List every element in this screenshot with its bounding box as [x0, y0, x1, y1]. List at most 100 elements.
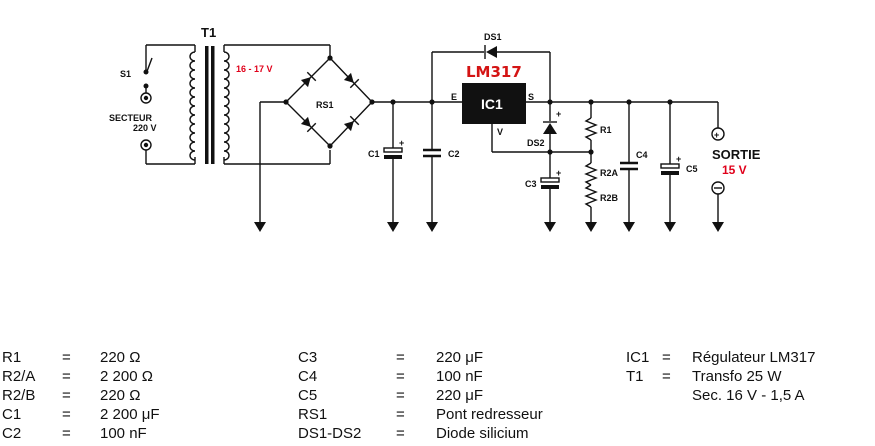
c5-label: C5 [686, 164, 698, 174]
parts-row: C4 = 100 nF [298, 367, 543, 386]
parts-row: C3=220 μF [298, 348, 543, 367]
capacitor-c1: + [383, 102, 404, 233]
part-value: 220 μF [436, 349, 483, 366]
svg-text:+: + [714, 130, 719, 140]
c2-label: C2 [448, 149, 460, 159]
part-ref: T1 [626, 368, 644, 385]
equals-sign: = [396, 387, 405, 404]
equals-sign: = [62, 387, 71, 404]
equals-sign: = [662, 349, 671, 366]
capacitor-c4 [620, 102, 638, 233]
part-value: 100 nF [436, 368, 483, 385]
secteur-label: SECTEUR [109, 113, 153, 123]
part-ref: IC1 [626, 349, 650, 366]
c3-label: C3 [525, 179, 537, 189]
part-value: 100 nF [100, 425, 147, 442]
part-value: 220 Ω [100, 387, 141, 404]
part-value: Pont redresseur [436, 406, 543, 423]
circuit-schematic: S1 SECTEUR 220 V T1 16 - 17 V RS1 [109, 25, 761, 233]
equals-sign: = [62, 349, 71, 366]
part-value: 2 200 μF [100, 406, 160, 423]
parts-row: RS1 = Pont redresseur [298, 405, 543, 424]
part-ref: R2/A [2, 368, 36, 385]
equals-sign: = [62, 368, 71, 385]
equals-sign: = [62, 425, 71, 442]
bridge-rectifier-rs1 [283, 55, 375, 149]
regulator-ic1: IC1 [462, 83, 526, 124]
s1-label: S1 [120, 69, 131, 79]
resistor-r1 [584, 102, 598, 152]
c1-label: C1 [368, 149, 380, 159]
ground-symbol [253, 217, 267, 233]
parts-list: R1 = 220 Ω R2/A = 2 200 Ω R2/B = 220 Ω C1 = 2 20… [0, 345, 875, 446]
part-ref: R1 [2, 349, 22, 366]
part-value: 220 Ω [100, 349, 141, 366]
parts-column-3: IC1 = Régulateur LM317 T1 = Transfo 25 W Sec… [626, 348, 815, 405]
part-value: 220 μF [436, 387, 483, 404]
output-terminal-negative [711, 181, 725, 233]
part-ref: C5 [298, 387, 318, 404]
svg-text:+: + [556, 109, 561, 119]
part-value: Régulateur LM317 [692, 349, 816, 366]
parts-row: C1 = 2 200 μF [2, 405, 160, 424]
part-ref: DS1-DS2 [298, 425, 362, 442]
resistor-r2b [584, 184, 598, 233]
capacitor-c5: + [660, 102, 681, 233]
parts-row: Sec. 16 V - 1,5 A [626, 386, 815, 405]
svg-text:+: + [676, 154, 681, 164]
part-ref: C1 [2, 406, 22, 423]
parts-row: IC1 = Régulateur LM317 [626, 348, 815, 367]
pin-s-label: S [528, 92, 534, 102]
regulator-part-label: LM317 [466, 63, 522, 81]
part-ref: C3 [298, 349, 318, 366]
switch-s1 [140, 44, 195, 165]
capacitor-c2 [423, 102, 441, 233]
rs1-label: RS1 [316, 100, 334, 110]
r2a-label: R2A [600, 168, 619, 178]
resistor-r2a [584, 152, 598, 186]
svg-text:+: + [556, 168, 561, 178]
equals-sign: = [396, 425, 405, 442]
part-ref [626, 386, 662, 405]
ds2-label: DS2 [527, 138, 545, 148]
part-ref: C4 [298, 368, 318, 385]
parts-row: R2/A = 2 200 Ω [2, 367, 160, 386]
sortie-label: SORTIE [712, 147, 761, 162]
secondary-voltage-label: 16 - 17 V [236, 64, 273, 74]
part-value: Diode silicium [436, 425, 529, 442]
pin-v-label: V [497, 127, 503, 137]
part-value: Transfo 25 W [692, 368, 782, 385]
r1-label: R1 [600, 125, 612, 135]
equals-sign: = [62, 406, 71, 423]
parts-row: C5 = 220 μF [298, 386, 543, 405]
parts-row: R2/B = 220 Ω [2, 386, 160, 405]
diode-ds2: + [543, 102, 561, 152]
ds1-label: DS1 [484, 32, 502, 42]
parts-row: DS1-DS2 = Diode silicium [298, 424, 543, 443]
part-ref: RS1 [298, 406, 328, 423]
part-ref: R2/B [2, 387, 36, 404]
ic1-label: IC1 [481, 96, 503, 112]
svg-text:+: + [399, 138, 404, 148]
transformer-t1 [189, 45, 230, 164]
equals-sign: = [662, 368, 671, 385]
diode-ds1 [431, 45, 551, 102]
output-voltage-label: 15 V [722, 163, 747, 177]
parts-column-1: R1 = 220 Ω R2/A = 2 200 Ω R2/B = 220 Ω C1 = 2 20… [2, 348, 160, 443]
part-value: 2 200 Ω [100, 368, 153, 385]
parts-row: R1 = 220 Ω [2, 348, 160, 367]
t1-label: T1 [201, 25, 216, 40]
mains-voltage-label: 220 V [133, 123, 157, 133]
part-ref: C2 [2, 425, 22, 442]
r2b-label: R2B [600, 193, 619, 203]
parts-column-2: C3=220 μF C4=100 nF C5=220 μF RS1=Pont r… [298, 348, 543, 443]
pin-e-label: E [451, 92, 457, 102]
part-value: Sec. 16 V - 1,5 A [692, 387, 805, 404]
c4-label: C4 [636, 150, 648, 160]
capacitor-c3: + [540, 152, 561, 233]
parts-row: T1 = Transfo 25 W [626, 367, 815, 386]
equals-sign [662, 386, 692, 405]
equals-sign: = [396, 368, 405, 385]
equals-sign: = [396, 406, 405, 423]
parts-row: C2 = 100 nF [2, 424, 160, 443]
